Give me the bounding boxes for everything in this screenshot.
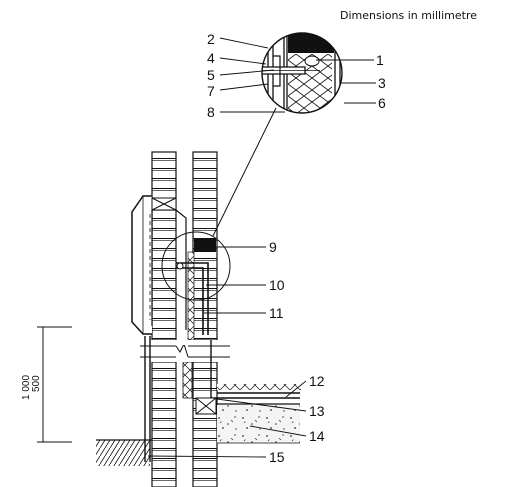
ground-hatch — [96, 440, 150, 466]
callout-10: 10 — [269, 277, 285, 293]
outer-brick-leaf — [151, 151, 177, 487]
callout-6: 6 — [378, 95, 386, 111]
callout-labels: 2 4 5 7 8 1 3 6 9 10 11 12 13 14 15 — [207, 31, 386, 465]
callout-5: 5 — [207, 67, 215, 83]
leader-lines — [147, 37, 376, 458]
callout-2: 2 — [207, 31, 215, 47]
callout-11: 11 — [269, 305, 284, 321]
dimension-line: 1 000 500 — [21, 326, 72, 443]
inner-brick-leaf — [192, 151, 218, 487]
callout-4: 4 — [207, 50, 215, 66]
enlarged-detail — [261, 32, 343, 114]
callout-13: 13 — [309, 403, 325, 419]
anchor-tie — [144, 336, 151, 462]
detail-marker-circle — [161, 231, 231, 301]
wall-tie — [176, 238, 216, 335]
units-note: Dimensions in millimetre — [340, 9, 478, 22]
callout-7: 7 — [207, 83, 215, 99]
callout-14: 14 — [309, 428, 325, 444]
dimension-text-lower: 500 — [31, 375, 42, 392]
floor-construction — [195, 340, 301, 444]
detail-leader — [212, 107, 277, 237]
cladding-panel — [131, 195, 187, 335]
break-line — [140, 340, 230, 362]
callout-15: 15 — [269, 449, 285, 465]
callout-1: 1 — [376, 52, 384, 68]
callout-3: 3 — [378, 75, 386, 91]
dimension-text-upper: 1 000 — [21, 375, 32, 400]
callout-8: 8 — [207, 104, 215, 120]
callout-9: 9 — [269, 239, 277, 255]
callout-12: 12 — [309, 373, 325, 389]
